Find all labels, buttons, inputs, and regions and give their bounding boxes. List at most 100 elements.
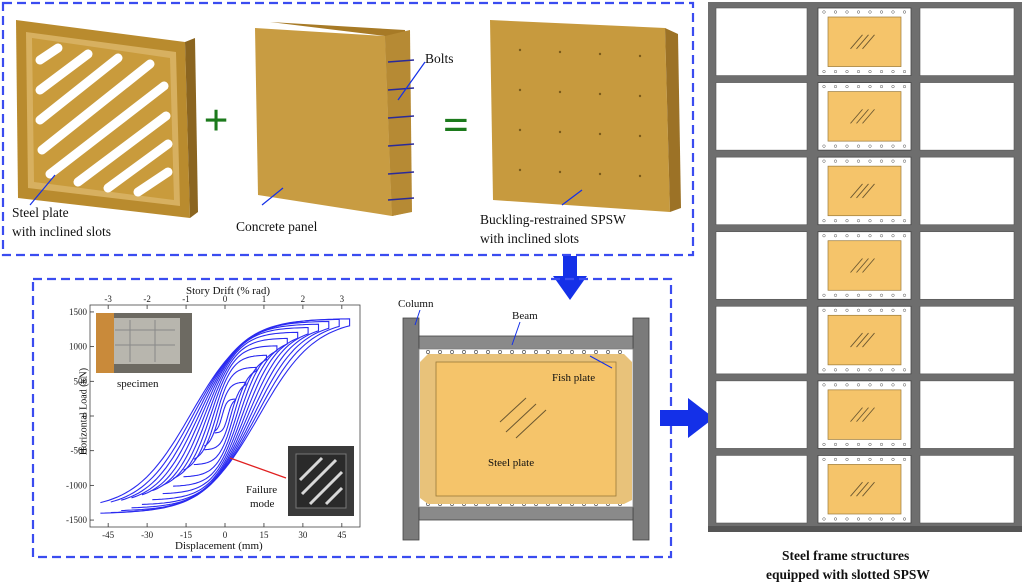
bolt-dot (902, 85, 907, 89)
bolt-dot (902, 10, 907, 14)
beam-column-detail (402, 309, 650, 541)
bolt-dot (902, 368, 907, 372)
empty-bay (919, 7, 1015, 76)
slot-mark (856, 258, 869, 273)
bolt-dot (822, 308, 826, 312)
bolt-dot (868, 70, 872, 74)
bolt-dot (833, 70, 838, 74)
bolt-dot (570, 350, 574, 354)
left-column (402, 317, 420, 541)
bolt-dot (856, 517, 861, 521)
bolt-dot (833, 85, 838, 89)
bolt-dot (902, 144, 907, 148)
bolt-dot (546, 350, 550, 354)
bolt-dot (462, 350, 466, 354)
bolt-dot (868, 234, 872, 238)
hysteresis-loop (152, 331, 299, 501)
empty-bay (919, 156, 1015, 226)
specimen-label: specimen (117, 378, 159, 390)
bolt-dot (902, 159, 907, 163)
bolt-dot (879, 70, 884, 74)
failure-label-line2: mode (250, 498, 275, 510)
bolt-dot (618, 350, 622, 354)
bolt-dot (856, 368, 861, 372)
bolt-dot (845, 457, 849, 461)
slot-mark (850, 183, 863, 199)
bolt-dot (845, 85, 849, 89)
bolt-dot (902, 70, 907, 74)
bolt-dot (879, 219, 884, 223)
top-beam (418, 335, 634, 350)
bolt-dot (879, 144, 884, 148)
bolt-dot (498, 350, 502, 354)
bolt-dot (868, 308, 872, 312)
bolt-dot (856, 442, 861, 446)
bolt-dot (845, 70, 849, 74)
concrete-panel (255, 22, 426, 216)
bolt-dot (891, 368, 895, 372)
bolt-dot (856, 85, 861, 89)
bolt-dot (868, 219, 872, 223)
slot-mark (856, 332, 869, 348)
bolt-dot (891, 234, 895, 238)
bolt-dot (833, 10, 838, 14)
bolt-dot (868, 293, 872, 297)
bolt-dot (891, 219, 895, 223)
bolt-dot (833, 368, 838, 372)
bolt-dot (868, 442, 872, 446)
right-column (632, 317, 650, 541)
bolt-dot (822, 144, 826, 148)
bolt-dot (891, 517, 895, 521)
bolt-dot (891, 442, 895, 446)
bolt-dot (856, 308, 861, 312)
y-tick-label: 500 (74, 376, 88, 386)
bolt-dot (845, 10, 849, 14)
right-arrow-icon (660, 398, 714, 438)
detail-steel-plate-label: Steel plate (488, 457, 535, 469)
steel-frame-structure (708, 2, 1022, 532)
frame-steel-plate (827, 16, 902, 67)
bolt-dot (426, 350, 430, 354)
bolt-dot (856, 383, 861, 387)
slot-mark (862, 183, 875, 199)
bolt-dot (833, 293, 838, 297)
slot-mark (850, 258, 863, 273)
plus-sign: + (203, 96, 228, 145)
bolt-dot (833, 383, 838, 387)
bolt-dot (879, 293, 884, 297)
top-tick-label: 3 (340, 294, 345, 304)
bolt-dot (902, 219, 907, 223)
bolt-dot (868, 457, 872, 461)
frame-steel-plate (827, 240, 902, 291)
bolt-dot (822, 442, 826, 446)
bolt-dot (522, 350, 526, 354)
bolt-dot (856, 144, 861, 148)
bolt-dot (891, 144, 895, 148)
bolt-dot (902, 383, 907, 387)
bolt-dot (856, 234, 861, 238)
bolt-dot (902, 293, 907, 297)
bolt-dot (868, 85, 872, 89)
x-tick-label: -45 (102, 530, 114, 540)
bolt-dot (891, 293, 895, 297)
bolt-dot (879, 234, 884, 238)
slot-mark (850, 481, 863, 497)
bolt-dot (833, 144, 838, 148)
failure-pointer (229, 457, 287, 479)
bolt-dot (891, 159, 895, 163)
y-tick-label: -500 (71, 446, 88, 456)
bolt-dot (582, 350, 586, 354)
bolt-dot (845, 442, 849, 446)
result-label: Buckling-restrained SPSW (480, 212, 626, 227)
x-tick-label: -15 (180, 530, 192, 540)
empty-bay (919, 380, 1015, 449)
bolt-dot (822, 293, 826, 297)
bolt-dot (891, 383, 895, 387)
y-axis-title: Horizontal Load (kN) (78, 367, 90, 456)
slot-mark (862, 258, 875, 273)
y-tick-label: 1000 (69, 342, 88, 352)
failure-mode-photo (288, 446, 354, 516)
slot-mark (850, 332, 863, 348)
slot-mark (862, 407, 875, 422)
